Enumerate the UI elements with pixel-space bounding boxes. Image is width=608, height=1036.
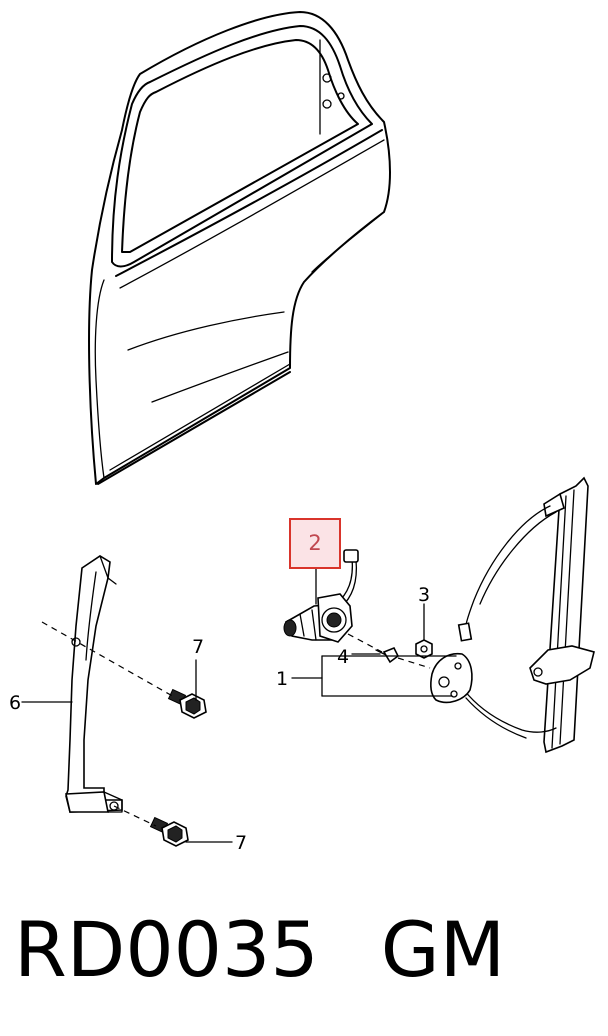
- assembly-line-upper: [41, 621, 177, 699]
- guide-channel-part-6: [65, 555, 123, 813]
- bolt-lower-part-7: [149, 816, 189, 847]
- callout-1: 1: [276, 668, 288, 690]
- callout-6: 6: [9, 692, 21, 714]
- nut-part-3: [415, 639, 433, 659]
- highlight-box-part-2: [289, 518, 341, 569]
- bolt-upper-part-7: [167, 688, 207, 719]
- leader-lines: [21, 567, 457, 843]
- brand-name: GM: [380, 905, 506, 994]
- callout-2: 2: [308, 531, 321, 555]
- part-code: RD0035: [14, 905, 319, 994]
- callout-3: 3: [418, 584, 430, 606]
- callout-7-lower: 7: [235, 832, 247, 854]
- callout-7-upper: 7: [192, 636, 204, 658]
- window-motor-part-2: [283, 549, 359, 643]
- part-caption: RD0035 GM: [14, 905, 505, 995]
- assembly-line-lower: [113, 805, 157, 827]
- rear-door-panel: [88, 11, 391, 485]
- window-regulator-part-1: [430, 476, 595, 754]
- callout-4: 4: [337, 646, 349, 668]
